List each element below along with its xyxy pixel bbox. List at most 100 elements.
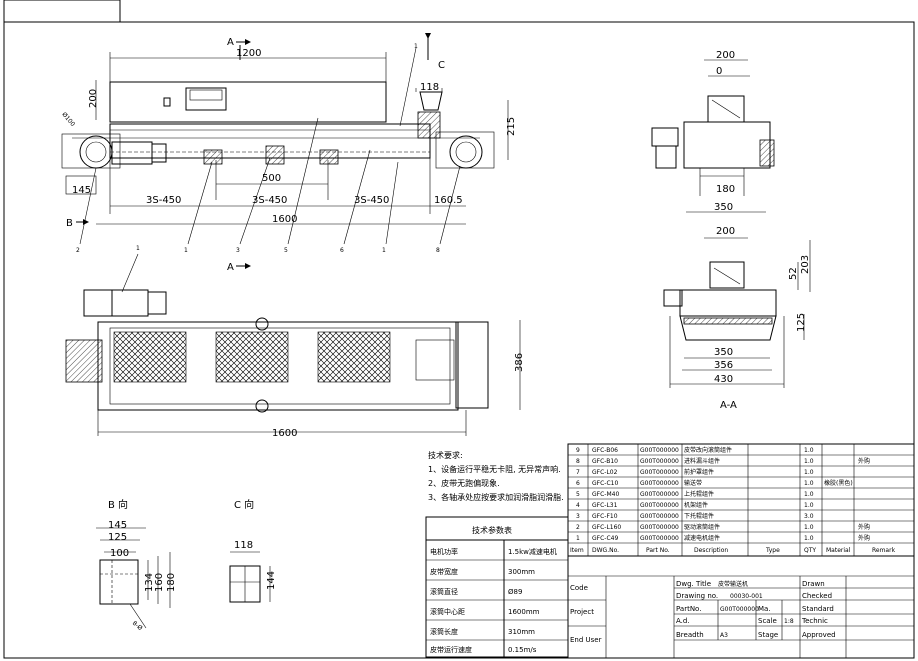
tb-dwg-title-label: Dwg. Title xyxy=(676,580,711,588)
section-label-aa: A-A xyxy=(720,400,737,411)
param-value-3: Ø89 xyxy=(508,588,522,596)
dim-386: 386 xyxy=(514,353,525,372)
bom-num-9: G00T000000 xyxy=(640,535,679,542)
tb-project-label: Project xyxy=(570,608,594,616)
balloon-6: 6 xyxy=(340,247,344,254)
view-label-b: B xyxy=(66,218,73,229)
bom-header-desc: Description xyxy=(694,547,728,554)
bom-header-item: Item xyxy=(570,547,584,554)
dim-125: 125 xyxy=(796,313,807,332)
bom-num-7: G00T000000 xyxy=(640,513,679,520)
dim-pitch-3: 3S-450 xyxy=(354,195,389,206)
dim-430: 430 xyxy=(714,374,733,385)
bom-qty-9: 1.0 xyxy=(804,535,814,542)
dim-diag: Ø100 xyxy=(60,111,76,128)
tb-scale-label: Scale xyxy=(758,617,777,625)
param-label-4: 滚筒中心距 xyxy=(430,607,465,616)
view-label-c: C xyxy=(438,60,445,71)
bom-header-remark: Remark xyxy=(872,547,896,554)
dim-1600-side: 1600 xyxy=(272,214,297,225)
bom-qty-8: 1.0 xyxy=(804,524,814,531)
bom-no-8: 2 xyxy=(576,524,580,531)
param-value-4: 1600mm xyxy=(508,608,540,616)
corner-box xyxy=(3,0,121,23)
tech-item-1: 1、设备运行平稳无卡阻, 无异常声响. xyxy=(428,464,561,474)
c-dim-118: 118 xyxy=(234,540,253,551)
dim-pitch-2: 3S-450 xyxy=(252,195,287,206)
bom-name-5: 上托辊组件 xyxy=(684,490,714,498)
tb-standard: Standard xyxy=(802,605,834,613)
tech-item-3: 3、各轴承处应按要求加润滑脂润滑脂. xyxy=(428,492,564,502)
bom-no-1: 9 xyxy=(576,447,580,454)
b-view-title: B 向 xyxy=(108,498,128,511)
bom-num-4: G00T000000 xyxy=(640,480,679,487)
section-a-bottom: A xyxy=(227,262,234,273)
dim-350-end: 350 xyxy=(714,202,733,213)
dim-52: 52 xyxy=(788,267,799,280)
bom-mat-4: 橡胶(黑色) xyxy=(824,479,853,487)
bom-code-7: GFC-F10 xyxy=(592,513,618,520)
bom-code-2: GFC-B10 xyxy=(592,458,618,465)
bom-no-6: 4 xyxy=(576,502,580,509)
bom-no-3: 7 xyxy=(576,469,580,476)
tb-ma-label: Ma. xyxy=(758,605,771,613)
dim-145-left: 145 xyxy=(72,185,91,196)
balloon-top-view: 1 xyxy=(136,245,140,252)
bom-no-2: 8 xyxy=(576,458,580,465)
dim-500: 500 xyxy=(262,173,281,184)
dim-200-end: 200 xyxy=(716,50,735,61)
section-view: 200 52 203 125 350 356 430 A-A xyxy=(663,226,811,411)
bom-name-6: 机架组件 xyxy=(684,501,708,509)
dim-200-left: 200 xyxy=(88,89,99,108)
bom-num-1: G00T000000 xyxy=(640,447,679,454)
bom-note-2: 外购 xyxy=(858,457,870,465)
balloon-3: 3 xyxy=(236,247,240,254)
bom-code-8: GFC-L160 xyxy=(592,524,621,531)
b-dim-160: 160 xyxy=(154,573,165,592)
balloon-8: 8 xyxy=(436,247,440,254)
bom-header-type: Type xyxy=(765,547,780,554)
b-dim-180: 180 xyxy=(166,573,177,592)
side-view: 1200 A 200 118 C xyxy=(60,33,517,273)
b-dim-100: 100 xyxy=(110,548,129,559)
tb-dwg-title-value: 皮带输送机 xyxy=(718,580,748,588)
tech-title: 技术要求: xyxy=(428,450,463,460)
param-value-6: 0.15m/s xyxy=(508,646,537,654)
tech-item-2: 2、皮带无跑偏现象. xyxy=(428,478,500,488)
balloon-5: 5 xyxy=(284,247,288,254)
bom-code-6: GFC-L31 xyxy=(592,502,618,509)
tb-part-no-value: G00T000000 xyxy=(720,606,759,613)
param-label-2: 皮带宽度 xyxy=(430,567,458,576)
bom-qty-7: 3.0 xyxy=(804,513,814,520)
bom-code-4: GFC-C10 xyxy=(592,480,618,487)
params-table: 技术参数表 电机功率 1.5kw减速电机 皮带宽度 300mm 滚筒直径 Ø89… xyxy=(425,516,569,658)
params-title: 技术参数表 xyxy=(472,525,512,535)
bom-note-9: 外购 xyxy=(858,534,870,542)
bom-qty-3: 1.0 xyxy=(804,469,814,476)
dim-200-section: 200 xyxy=(716,226,735,237)
bom-num-6: G00T000000 xyxy=(640,502,679,509)
c-dim-144: 144 xyxy=(266,571,277,590)
param-value-5: 310mm xyxy=(508,628,535,636)
tb-drawing-no-label: Drawing no. xyxy=(676,592,718,600)
bom-num-3: G00T000000 xyxy=(640,469,679,476)
bom-name-9: 减速电机组件 xyxy=(684,534,720,542)
bom-qty-5: 1.0 xyxy=(804,491,814,498)
bom-name-4: 输送带 xyxy=(684,479,702,487)
param-label-3: 滚筒直径 xyxy=(430,587,458,596)
dim-215: 215 xyxy=(506,117,517,136)
c-view-title: C 向 xyxy=(234,498,254,511)
tb-breadth-label: Breadth xyxy=(676,631,704,639)
b-view: B 向 145 125 100 134 160 180 8-Ø xyxy=(96,498,177,632)
bom-no-5: 5 xyxy=(576,491,580,498)
drawing-border xyxy=(3,21,915,659)
tb-end-user-label: End User xyxy=(570,636,602,644)
bom-qty-4: 1.0 xyxy=(804,480,814,487)
dim-203: 203 xyxy=(800,255,811,274)
bom-num-5: G00T000000 xyxy=(640,491,679,498)
top-view: 1 1600 386 xyxy=(65,245,525,439)
tb-scale-value: 1:8 xyxy=(784,618,794,625)
tech-requirements: 技术要求: 1、设备运行平稳无卡阻, 无异常声响. 2、皮带无跑偏现象. 3、各… xyxy=(428,450,564,502)
bom-header-qty: QTY xyxy=(804,547,816,554)
tb-drawn: Drawn xyxy=(802,580,825,588)
